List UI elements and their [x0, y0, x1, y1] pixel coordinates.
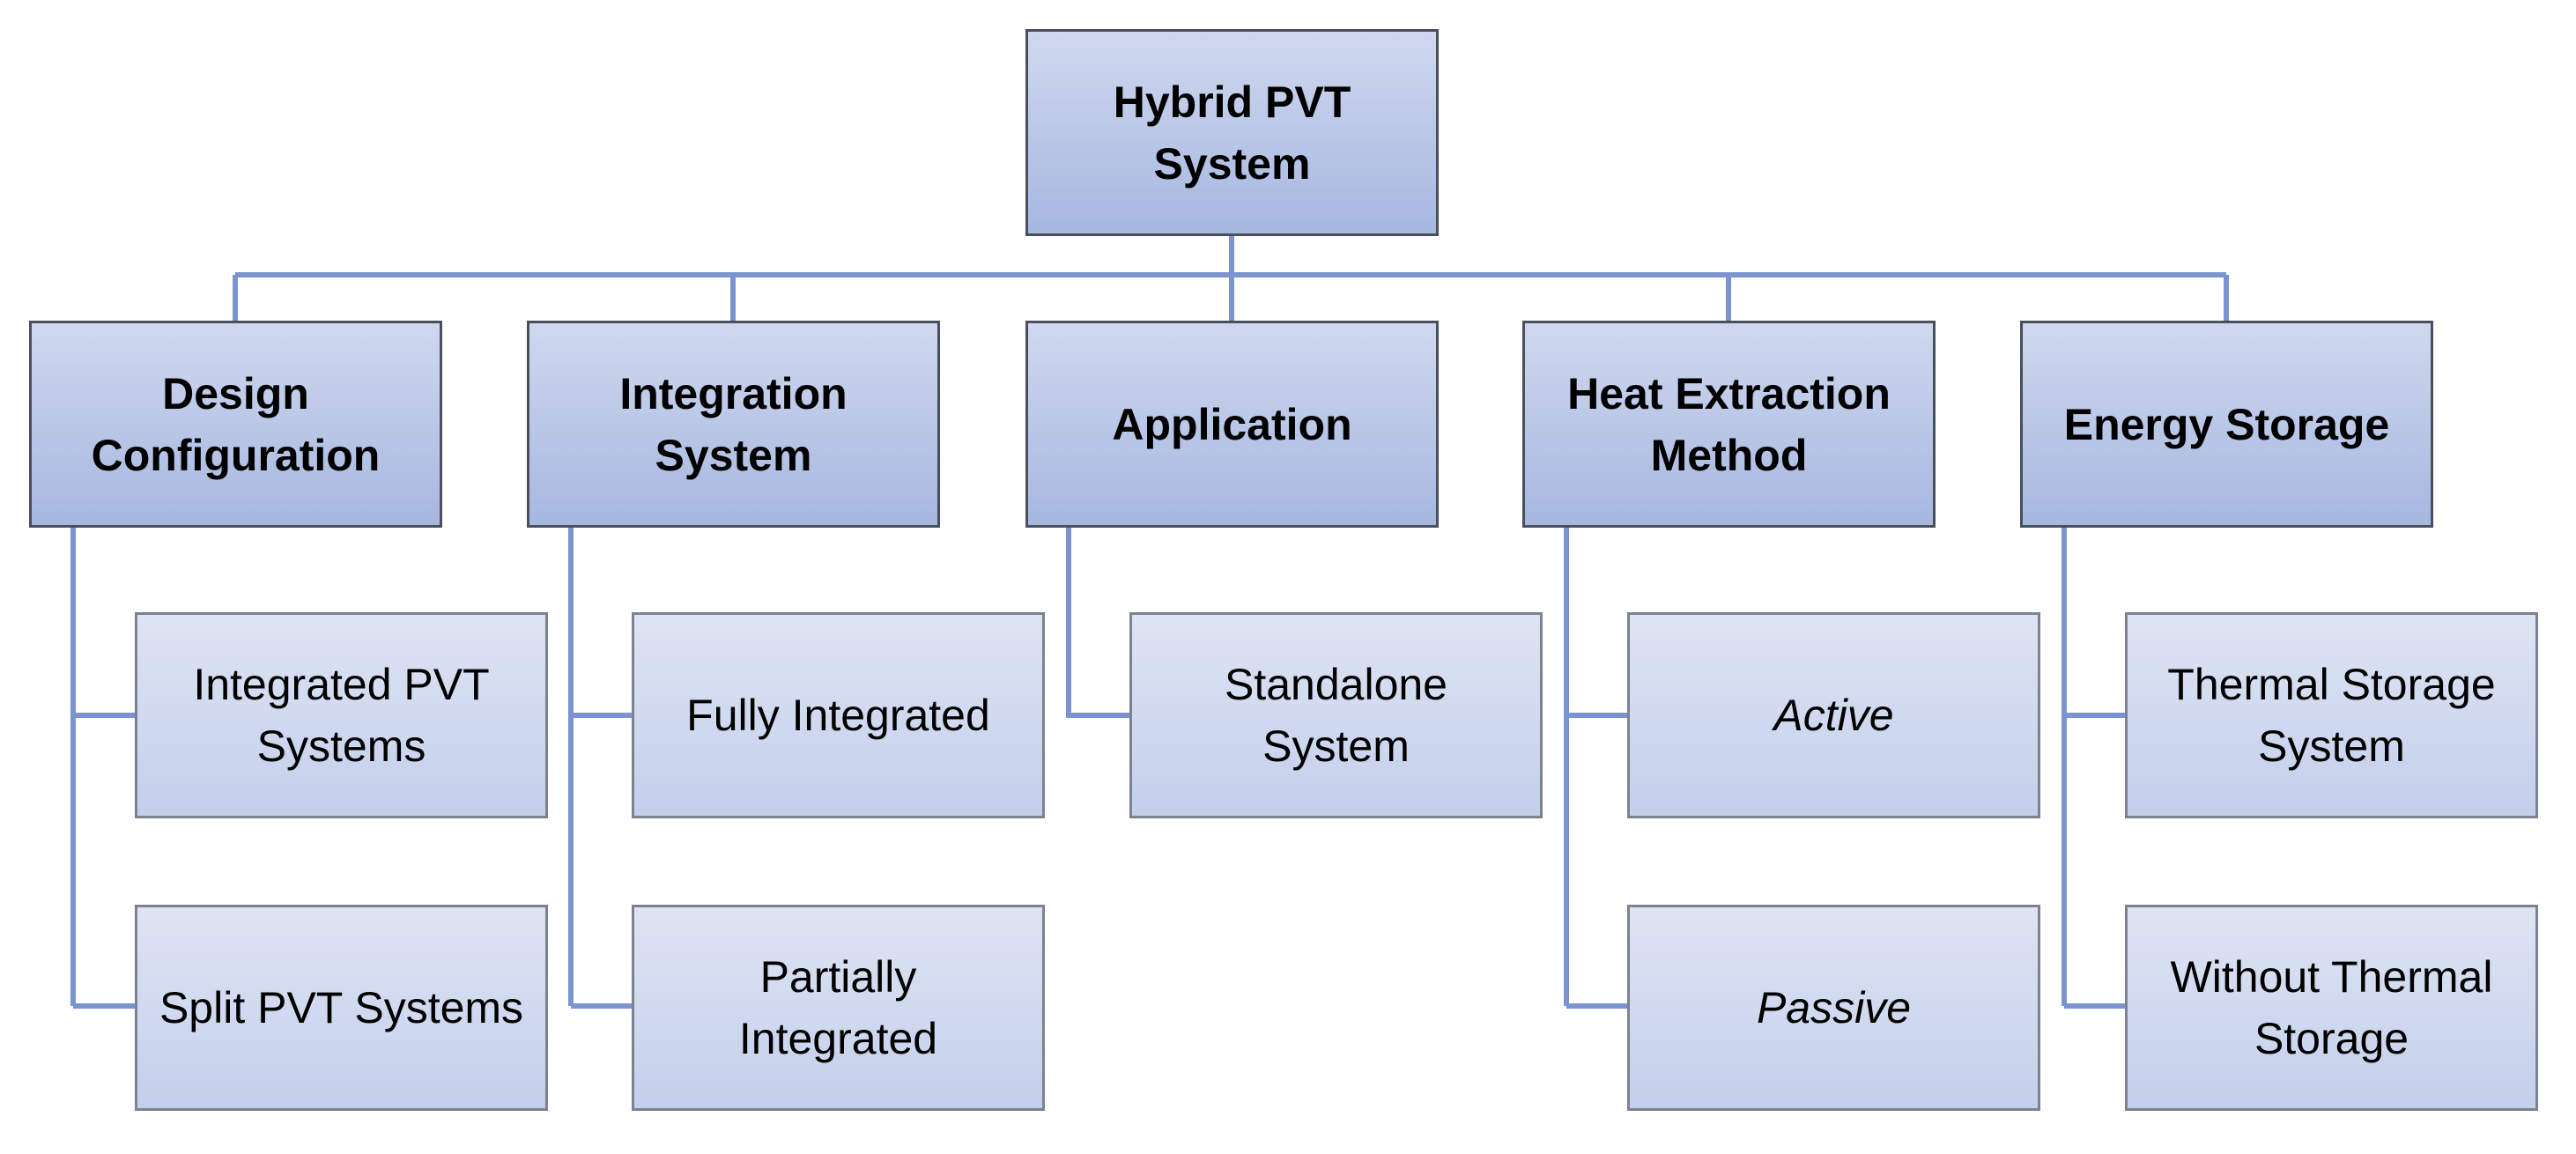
category-energy-storage: Energy Storage: [2020, 321, 2433, 528]
item-label: Split PVT Systems: [159, 983, 524, 1032]
item-label: Active: [1773, 691, 1894, 740]
category-application: Application: [1025, 321, 1439, 528]
item-passive: Passive: [1627, 905, 2040, 1111]
item-without-thermal-storage: Without Thermal Storage: [2125, 905, 2538, 1111]
item-label: Standalone System: [1224, 660, 1447, 771]
item-fully-integrated: Fully Integrated: [632, 612, 1045, 818]
category-design-configuration: Design Configuration: [29, 321, 442, 528]
item-label: Fully Integrated: [686, 691, 990, 740]
item-label: Integrated PVT Systems: [193, 660, 490, 771]
item-label: Thermal Storage System: [2167, 660, 2496, 771]
category-heat-extraction-method: Heat Extraction Method: [1522, 321, 1936, 528]
item-label: Passive: [1756, 983, 1912, 1032]
category-integration-system: Integration System: [527, 321, 940, 528]
item-partially-integrated: Partially Integrated: [632, 905, 1045, 1111]
category-label: Design Configuration: [91, 368, 381, 480]
item-label: Without Thermal Storage: [2170, 952, 2493, 1063]
connector-standalone-system: [1066, 528, 1129, 718]
item-thermal-storage-system: Thermal Storage System: [2125, 612, 2538, 818]
category-label: Integration System: [619, 368, 848, 480]
root-label: Hybrid PVT System: [1113, 77, 1351, 189]
item-split-pvt-systems: Split PVT Systems: [135, 905, 548, 1111]
category-label: Application: [1112, 399, 1352, 449]
item-standalone-system: Standalone System: [1129, 612, 1543, 818]
root-node: Hybrid PVT System: [1025, 29, 1439, 236]
connector-lines: [70, 236, 2229, 1009]
item-label: Partially Integrated: [738, 952, 938, 1063]
item-integrated-pvt-systems: Integrated PVT Systems: [135, 612, 548, 818]
category-label: Energy Storage: [2063, 399, 2390, 449]
category-label: Heat Extraction Method: [1567, 368, 1891, 480]
item-active: Active: [1627, 612, 2040, 818]
